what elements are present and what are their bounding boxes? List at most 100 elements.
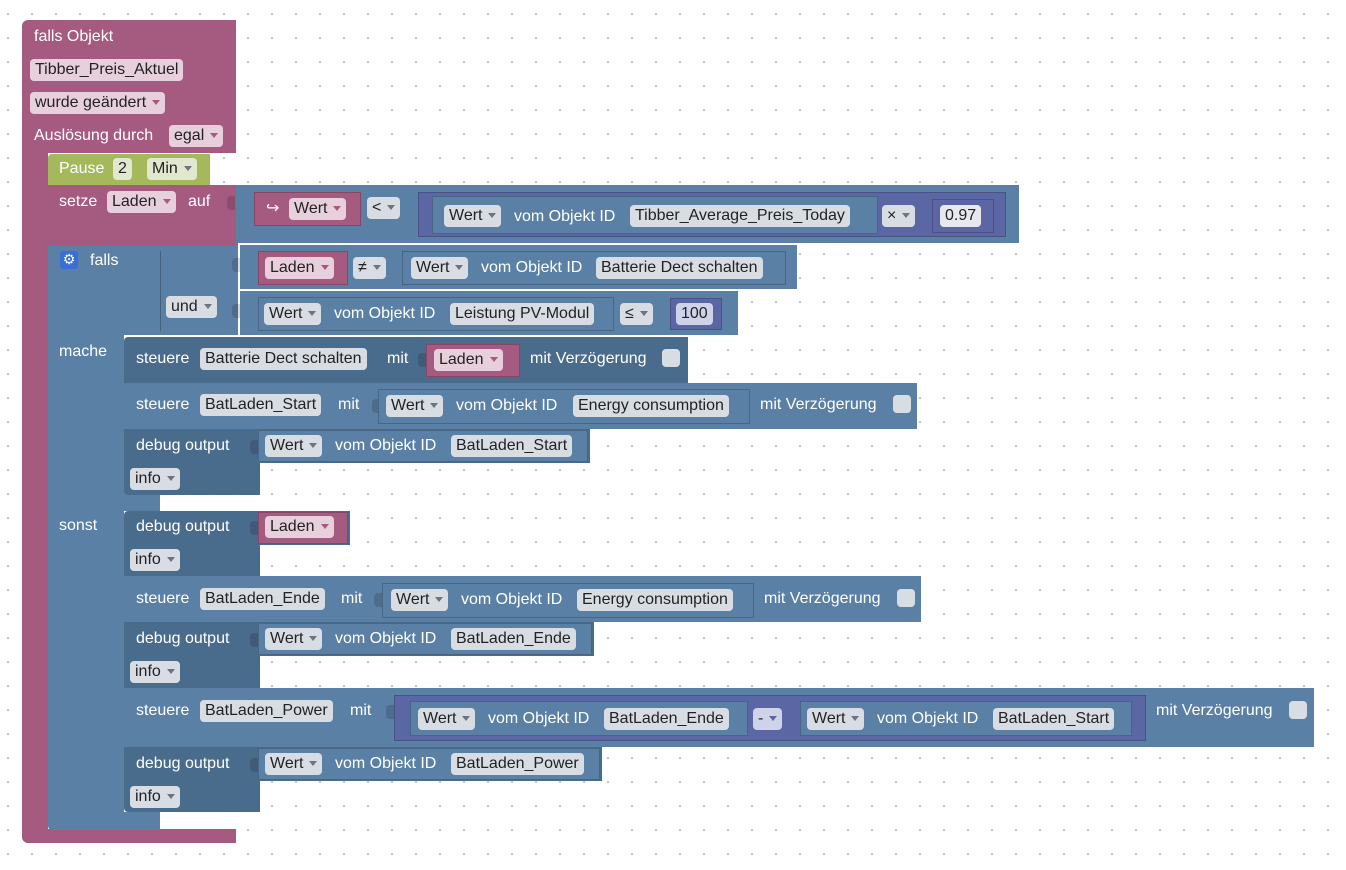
debug-object-id-label: vom Objekt ID xyxy=(335,630,437,647)
control-object-id-label: vom Objekt ID xyxy=(461,591,563,608)
puzzle-notch xyxy=(418,353,426,367)
comparison-operator-dropdown[interactable]: < xyxy=(367,197,401,219)
puzzle-notch xyxy=(250,440,258,454)
control-value-type-dropdown[interactable]: Wert xyxy=(391,589,449,611)
trigger-label: falls Objekt xyxy=(34,28,114,45)
control-delay-label: mit Verzögerung xyxy=(764,590,881,607)
condition1-operator-dropdown[interactable]: ≠ xyxy=(353,257,386,279)
if-block-footer xyxy=(48,812,160,830)
delay-checkbox[interactable] xyxy=(897,589,915,607)
pause-label: Pause xyxy=(59,160,105,177)
trigger-by-label: Auslösung durch xyxy=(34,127,154,144)
debug-level-dropdown[interactable]: info xyxy=(130,468,180,490)
then-label: mache xyxy=(59,343,108,360)
subtract-right-object-id-label: vom Objekt ID xyxy=(877,710,979,727)
factor-number-field[interactable]: 0.97 xyxy=(940,205,982,227)
puzzle-notch xyxy=(227,196,235,210)
puzzle-notch xyxy=(232,258,240,272)
condition2-object-id-label: vom Objekt ID xyxy=(334,305,436,322)
debug-value-type-dropdown[interactable]: Wert xyxy=(265,753,323,775)
control-object-field[interactable]: Batterie Dect schalten xyxy=(200,348,367,370)
control-delay-label: mit Verzögerung xyxy=(760,396,877,413)
condition1-var-dropdown[interactable]: Laden xyxy=(265,257,334,279)
condition1-object-id-label: vom Objekt ID xyxy=(481,259,583,276)
debug-value-type-dropdown[interactable]: Wert xyxy=(265,435,323,457)
control-label: steuere xyxy=(136,590,190,607)
debug-label: debug output xyxy=(136,630,230,647)
control-delay-label: mit Verzögerung xyxy=(530,350,647,367)
pause-value-field[interactable]: 2 xyxy=(113,158,132,180)
trigger-condition-dropdown[interactable]: wurde geändert xyxy=(30,92,166,114)
puzzle-notch xyxy=(250,521,258,535)
gear-icon[interactable]: ⚙ xyxy=(60,251,78,269)
subtract-right-value-type-dropdown[interactable]: Wert xyxy=(807,708,865,730)
debug-label: debug output xyxy=(136,437,230,454)
set-variable-dropdown[interactable]: Laden xyxy=(107,191,176,213)
trigger-object-field[interactable]: Tibber_Preis_Aktuel xyxy=(30,59,184,81)
local-var-dropdown[interactable]: Wert xyxy=(289,198,347,220)
control-object-id-field[interactable]: Energy consumption xyxy=(577,589,733,611)
condition2-operator-dropdown[interactable]: ≤ xyxy=(620,303,653,325)
else-label: sonst xyxy=(59,517,98,534)
condition1-value-type-dropdown[interactable]: Wert xyxy=(411,257,469,279)
control-with-label: mit xyxy=(387,350,409,367)
debug-label: debug output xyxy=(136,755,230,772)
delay-checkbox[interactable] xyxy=(1289,701,1307,719)
if-block-condition-area xyxy=(158,245,238,335)
object-value-type-dropdown[interactable]: Wert xyxy=(444,205,502,227)
subtract-left-value-type-dropdown[interactable]: Wert xyxy=(418,708,476,730)
object-id-label: vom Objekt ID xyxy=(514,208,616,225)
trigger-block-footer xyxy=(22,829,236,843)
condition2-number-field[interactable]: 100 xyxy=(676,303,713,325)
set-auf-label: auf xyxy=(188,193,211,210)
control-label: steuere xyxy=(136,702,190,719)
puzzle-notch xyxy=(374,593,382,607)
control-delay-label: mit Verzögerung xyxy=(1156,702,1273,719)
trigger-by-dropdown[interactable]: egal xyxy=(169,125,224,147)
debug-object-id-field[interactable]: BatLaden_Start xyxy=(451,435,573,457)
control-object-id-field[interactable]: Energy consumption xyxy=(573,395,729,417)
subtract-right-object-id-field[interactable]: BatLaden_Start xyxy=(993,708,1115,730)
pause-unit-dropdown[interactable]: Min xyxy=(147,158,197,180)
delay-checkbox[interactable] xyxy=(662,349,680,367)
trigger-block-spine xyxy=(22,150,48,830)
control-with-label: mit xyxy=(350,702,372,719)
debug-object-id-label: vom Objekt ID xyxy=(335,437,437,454)
control-value-type-dropdown[interactable]: Wert xyxy=(386,395,444,417)
subtract-operator-dropdown[interactable]: - xyxy=(753,708,783,730)
control-var-dropdown[interactable]: Laden xyxy=(434,349,503,371)
debug-var-dropdown[interactable]: Laden xyxy=(265,516,334,538)
if-label: falls xyxy=(90,252,119,269)
control-with-label: mit xyxy=(341,590,363,607)
control-label: steuere xyxy=(136,396,190,413)
debug-label: debug output xyxy=(136,518,230,535)
control-object-field[interactable]: BatLaden_Power xyxy=(200,700,333,722)
math-operator-dropdown[interactable]: × xyxy=(882,205,916,227)
if-else-divider xyxy=(48,491,160,511)
subtract-left-object-id-label: vom Objekt ID xyxy=(488,710,590,727)
debug-object-id-field[interactable]: BatLaden_Ende xyxy=(451,628,576,650)
set-label: setze xyxy=(59,193,98,210)
control-with-label: mit xyxy=(338,396,360,413)
condition1-object-id-field[interactable]: Batterie Dect schalten xyxy=(596,257,763,279)
debug-object-id-field[interactable]: BatLaden_Power xyxy=(451,753,584,775)
subtract-left-object-id-field[interactable]: BatLaden_Ende xyxy=(604,708,729,730)
puzzle-notch xyxy=(250,633,258,647)
object-id-field[interactable]: Tibber_Average_Preis_Today xyxy=(630,205,850,227)
debug-level-dropdown[interactable]: info xyxy=(130,661,180,683)
puzzle-notch xyxy=(372,399,380,413)
control-label: steuere xyxy=(136,350,190,367)
debug-level-dropdown[interactable]: info xyxy=(130,786,180,808)
control-object-field[interactable]: BatLaden_Start xyxy=(200,394,322,416)
debug-level-dropdown[interactable]: info xyxy=(130,549,180,571)
debug-object-id-label: vom Objekt ID xyxy=(335,755,437,772)
control-object-field[interactable]: BatLaden_Ende xyxy=(200,588,325,610)
condition2-value-type-dropdown[interactable]: Wert xyxy=(264,303,322,325)
debug-value-type-dropdown[interactable]: Wert xyxy=(265,628,323,650)
puzzle-notch xyxy=(386,705,394,719)
condition2-object-id-field[interactable]: Leistung PV-Modul xyxy=(450,303,595,325)
and-operator-dropdown[interactable]: und xyxy=(166,296,217,318)
if-condition-separator xyxy=(160,251,161,331)
delay-checkbox[interactable] xyxy=(893,395,911,413)
return-arrow-icon: ↪ xyxy=(266,198,280,217)
